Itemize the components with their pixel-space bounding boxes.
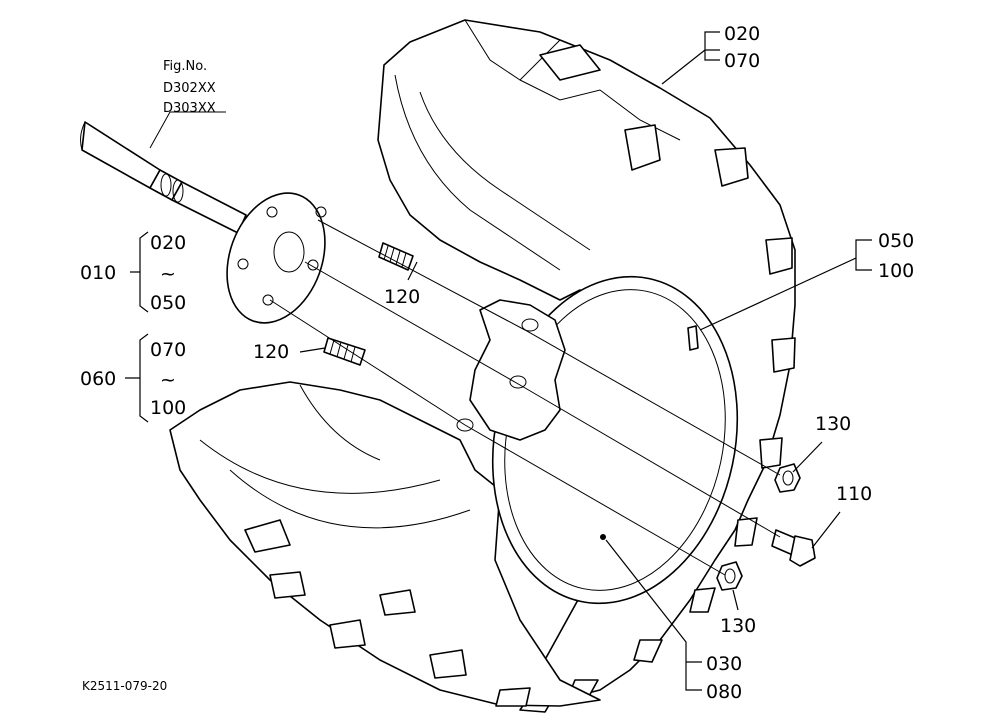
label-070-top: 070 (724, 50, 760, 72)
label-030-rim: 030 (706, 653, 742, 675)
label-010-to: 050 (150, 292, 186, 314)
hex-bolt (771, 529, 816, 567)
lug-nut-lower (716, 561, 743, 591)
label-010: 010 (80, 262, 116, 284)
label-060-from: 070 (150, 339, 186, 361)
wheel-stud-upper (378, 242, 414, 271)
figure-number-1: D302XX (163, 81, 216, 96)
label-stud-upper: 120 (384, 286, 420, 308)
label-010-tilde: ~ (160, 263, 176, 285)
label-060: 060 (80, 368, 116, 390)
label-bolt: 110 (836, 483, 872, 505)
label-080-rim: 080 (706, 681, 742, 703)
leader-lines (125, 31, 872, 691)
label-060-to: 100 (150, 397, 186, 419)
label-050-valve: 050 (878, 230, 914, 252)
label-010-from: 020 (150, 232, 186, 254)
wheel-stud-lower (323, 337, 366, 366)
tire-lower-half (169, 381, 601, 707)
label-nut-upper: 130 (815, 413, 851, 435)
label-100-valve: 100 (878, 260, 914, 282)
label-020-top: 020 (724, 23, 760, 45)
hub-flange (226, 192, 327, 324)
label-nut-lower: 130 (720, 615, 756, 637)
drawing-code: K2511-079-20 (82, 679, 167, 693)
label-060-tilde: ~ (160, 369, 176, 391)
figure-heading: Fig.No. (163, 59, 207, 74)
axle-shaft (80, 121, 247, 234)
label-stud-lower: 120 (253, 341, 289, 363)
figure-number-2: D303XX (163, 101, 216, 116)
